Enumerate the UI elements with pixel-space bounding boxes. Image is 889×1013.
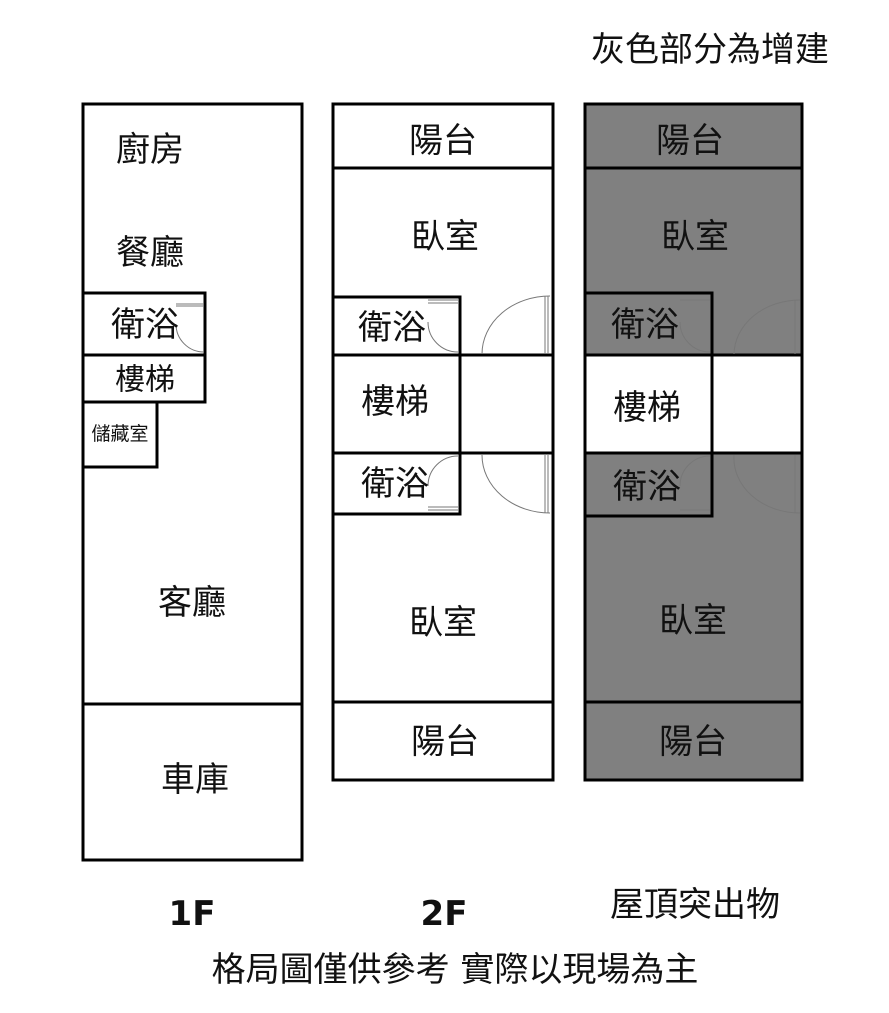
floor-2-label: 2F — [421, 894, 468, 934]
room-balcony-top: 陽台 — [656, 121, 724, 161]
storage-wall — [81, 400, 159, 469]
floor-2-outline — [331, 102, 555, 782]
stairs-area — [585, 355, 802, 453]
room-bedroom-bottom: 臥室 — [409, 603, 477, 643]
door-swing-icon — [427, 295, 551, 514]
room-bathroom-1: 衛浴 — [611, 305, 679, 345]
room-stairs: 樓梯 — [115, 363, 175, 398]
room-balcony-top: 陽台 — [409, 121, 477, 161]
room-bedroom-top: 臥室 — [411, 217, 479, 257]
room-stairs: 樓梯 — [361, 382, 429, 422]
floor-1-outline — [81, 102, 304, 862]
room-storage: 儲藏室 — [91, 423, 148, 445]
legend-note: 灰色部分為增建 — [591, 30, 829, 70]
bathroom-wall — [331, 451, 462, 516]
room-living: 客廳 — [158, 583, 226, 623]
bathroom-wall — [583, 451, 714, 518]
room-bedroom-top: 臥室 — [661, 217, 729, 257]
floor-1-plan: 廚房 餐廳 衛浴 樓梯 儲藏室 客廳 車庫 — [81, 102, 304, 862]
roof-label: 屋頂突出物 — [610, 885, 780, 925]
floor-2-plan: 陽台 臥室 衛浴 樓梯 衛浴 臥室 陽台 — [331, 102, 555, 782]
room-balcony-bottom: 陽台 — [659, 722, 727, 762]
room-bathroom-2: 衛浴 — [613, 467, 681, 507]
disclaimer: 格局圖僅供參考 實際以現場為主 — [212, 950, 699, 990]
roof-plan: 陽台 臥室 衛浴 樓梯 衛浴 臥室 陽台 — [583, 102, 804, 782]
floor-1-label: 1F — [169, 894, 216, 934]
room-kitchen: 廚房 — [116, 130, 184, 170]
room-bedroom-bottom: 臥室 — [659, 601, 727, 641]
room-bathroom-1: 衛浴 — [358, 308, 426, 348]
room-balcony-bottom: 陽台 — [411, 722, 479, 762]
room-garage: 車庫 — [161, 760, 229, 800]
room-dining: 餐廳 — [116, 233, 184, 273]
door-swing-icon — [175, 303, 205, 353]
room-bathroom: 衛浴 — [111, 305, 179, 345]
door-swing-icon — [679, 299, 801, 514]
roof-outline — [583, 102, 804, 782]
room-bathroom-2: 衛浴 — [361, 464, 429, 504]
room-stairs: 樓梯 — [613, 388, 681, 428]
